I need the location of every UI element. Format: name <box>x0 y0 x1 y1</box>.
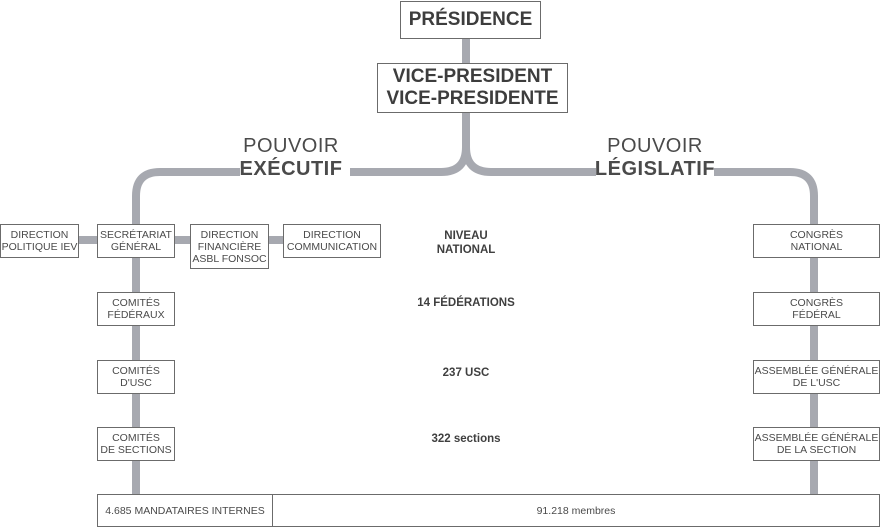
level-usc: 237 USC <box>442 367 490 379</box>
branch-legislatif-line2: LÉGISLATIF <box>594 158 716 180</box>
connector-vp-legislatif <box>462 113 596 176</box>
assemblee-section-label: ASSEMBLÉE GÉNÉRALE DE LA SECTION <box>754 432 879 456</box>
direction-financiere-label: DIRECTION FINANCIÈRE ASBL FONSOC <box>192 228 267 265</box>
presidence-box: PRÉSIDENCE <box>400 1 541 39</box>
comites-sections-label: COMITÉS DE SECTIONS <box>100 432 172 456</box>
direction-financiere-box: DIRECTION FINANCIÈRE ASBL FONSOC <box>190 224 269 269</box>
assemblee-usc-label: ASSEMBLÉE GÉNÉRALE DE L'USC <box>754 365 879 389</box>
secretariat-general-label: SECRÉTARIAT GÉNÉRAL <box>100 229 172 253</box>
branch-executif-line1: POUVOIR <box>243 135 339 157</box>
level-federations: 14 FÉDÉRATIONS <box>417 297 515 309</box>
branch-executif: POUVOIR EXÉCUTIF <box>232 135 350 181</box>
branch-legislatif-line1: POUVOIR <box>607 135 703 157</box>
comites-sections-box: COMITÉS DE SECTIONS <box>97 427 175 461</box>
vice-president-box: VICE-PRESIDENT VICE-PRESIDENTE <box>377 63 568 113</box>
connector-legislatif-right <box>714 168 818 494</box>
level-sections: 322 sections <box>431 433 501 445</box>
comites-usc-box: COMITÉS D'USC <box>97 360 175 394</box>
connector-executif-left <box>132 168 240 494</box>
branch-legislatif: POUVOIR LÉGISLATIF <box>592 135 718 181</box>
footer-membres: 91.218 membres <box>272 494 880 527</box>
comites-usc-label: COMITÉS D'USC <box>112 365 160 389</box>
comites-federaux-box: COMITÉS FÉDÉRAUX <box>97 292 175 326</box>
footer-membres-label: 91.218 membres <box>536 504 616 517</box>
direction-politique-label: DIRECTION POLITIQUE IEV <box>1 229 78 253</box>
level-national: NIVEAU NATIONAL <box>436 230 496 256</box>
branch-executif-line2: EXÉCUTIF <box>239 158 343 180</box>
footer-mandataires: 4.685 MANDATAIRES INTERNES <box>97 494 273 527</box>
secretariat-general-box: SECRÉTARIAT GÉNÉRAL <box>97 224 175 258</box>
comites-federaux-label: COMITÉS FÉDÉRAUX <box>107 297 165 321</box>
direction-communication-box: DIRECTION COMMUNICATION <box>283 224 381 258</box>
direction-communication-label: DIRECTION COMMUNICATION <box>286 229 378 253</box>
presidence-label: PRÉSIDENCE <box>408 9 533 30</box>
direction-politique-box: DIRECTION POLITIQUE IEV <box>0 224 79 258</box>
congres-national-label: CONGRÈS NATIONAL <box>789 229 844 253</box>
connector-vp-executif <box>350 113 470 176</box>
congres-federal-label: CONGRÈS FÉDÉRAL <box>789 297 844 321</box>
vice-president-label: VICE-PRESIDENT VICE-PRESIDENTE <box>386 66 559 109</box>
congres-national-box: CONGRÈS NATIONAL <box>753 224 880 258</box>
footer-mandataires-label: 4.685 MANDATAIRES INTERNES <box>105 504 265 517</box>
congres-federal-box: CONGRÈS FÉDÉRAL <box>753 292 880 326</box>
assemblee-section-box: ASSEMBLÉE GÉNÉRALE DE LA SECTION <box>753 427 880 461</box>
assemblee-usc-box: ASSEMBLÉE GÉNÉRALE DE L'USC <box>753 360 880 394</box>
